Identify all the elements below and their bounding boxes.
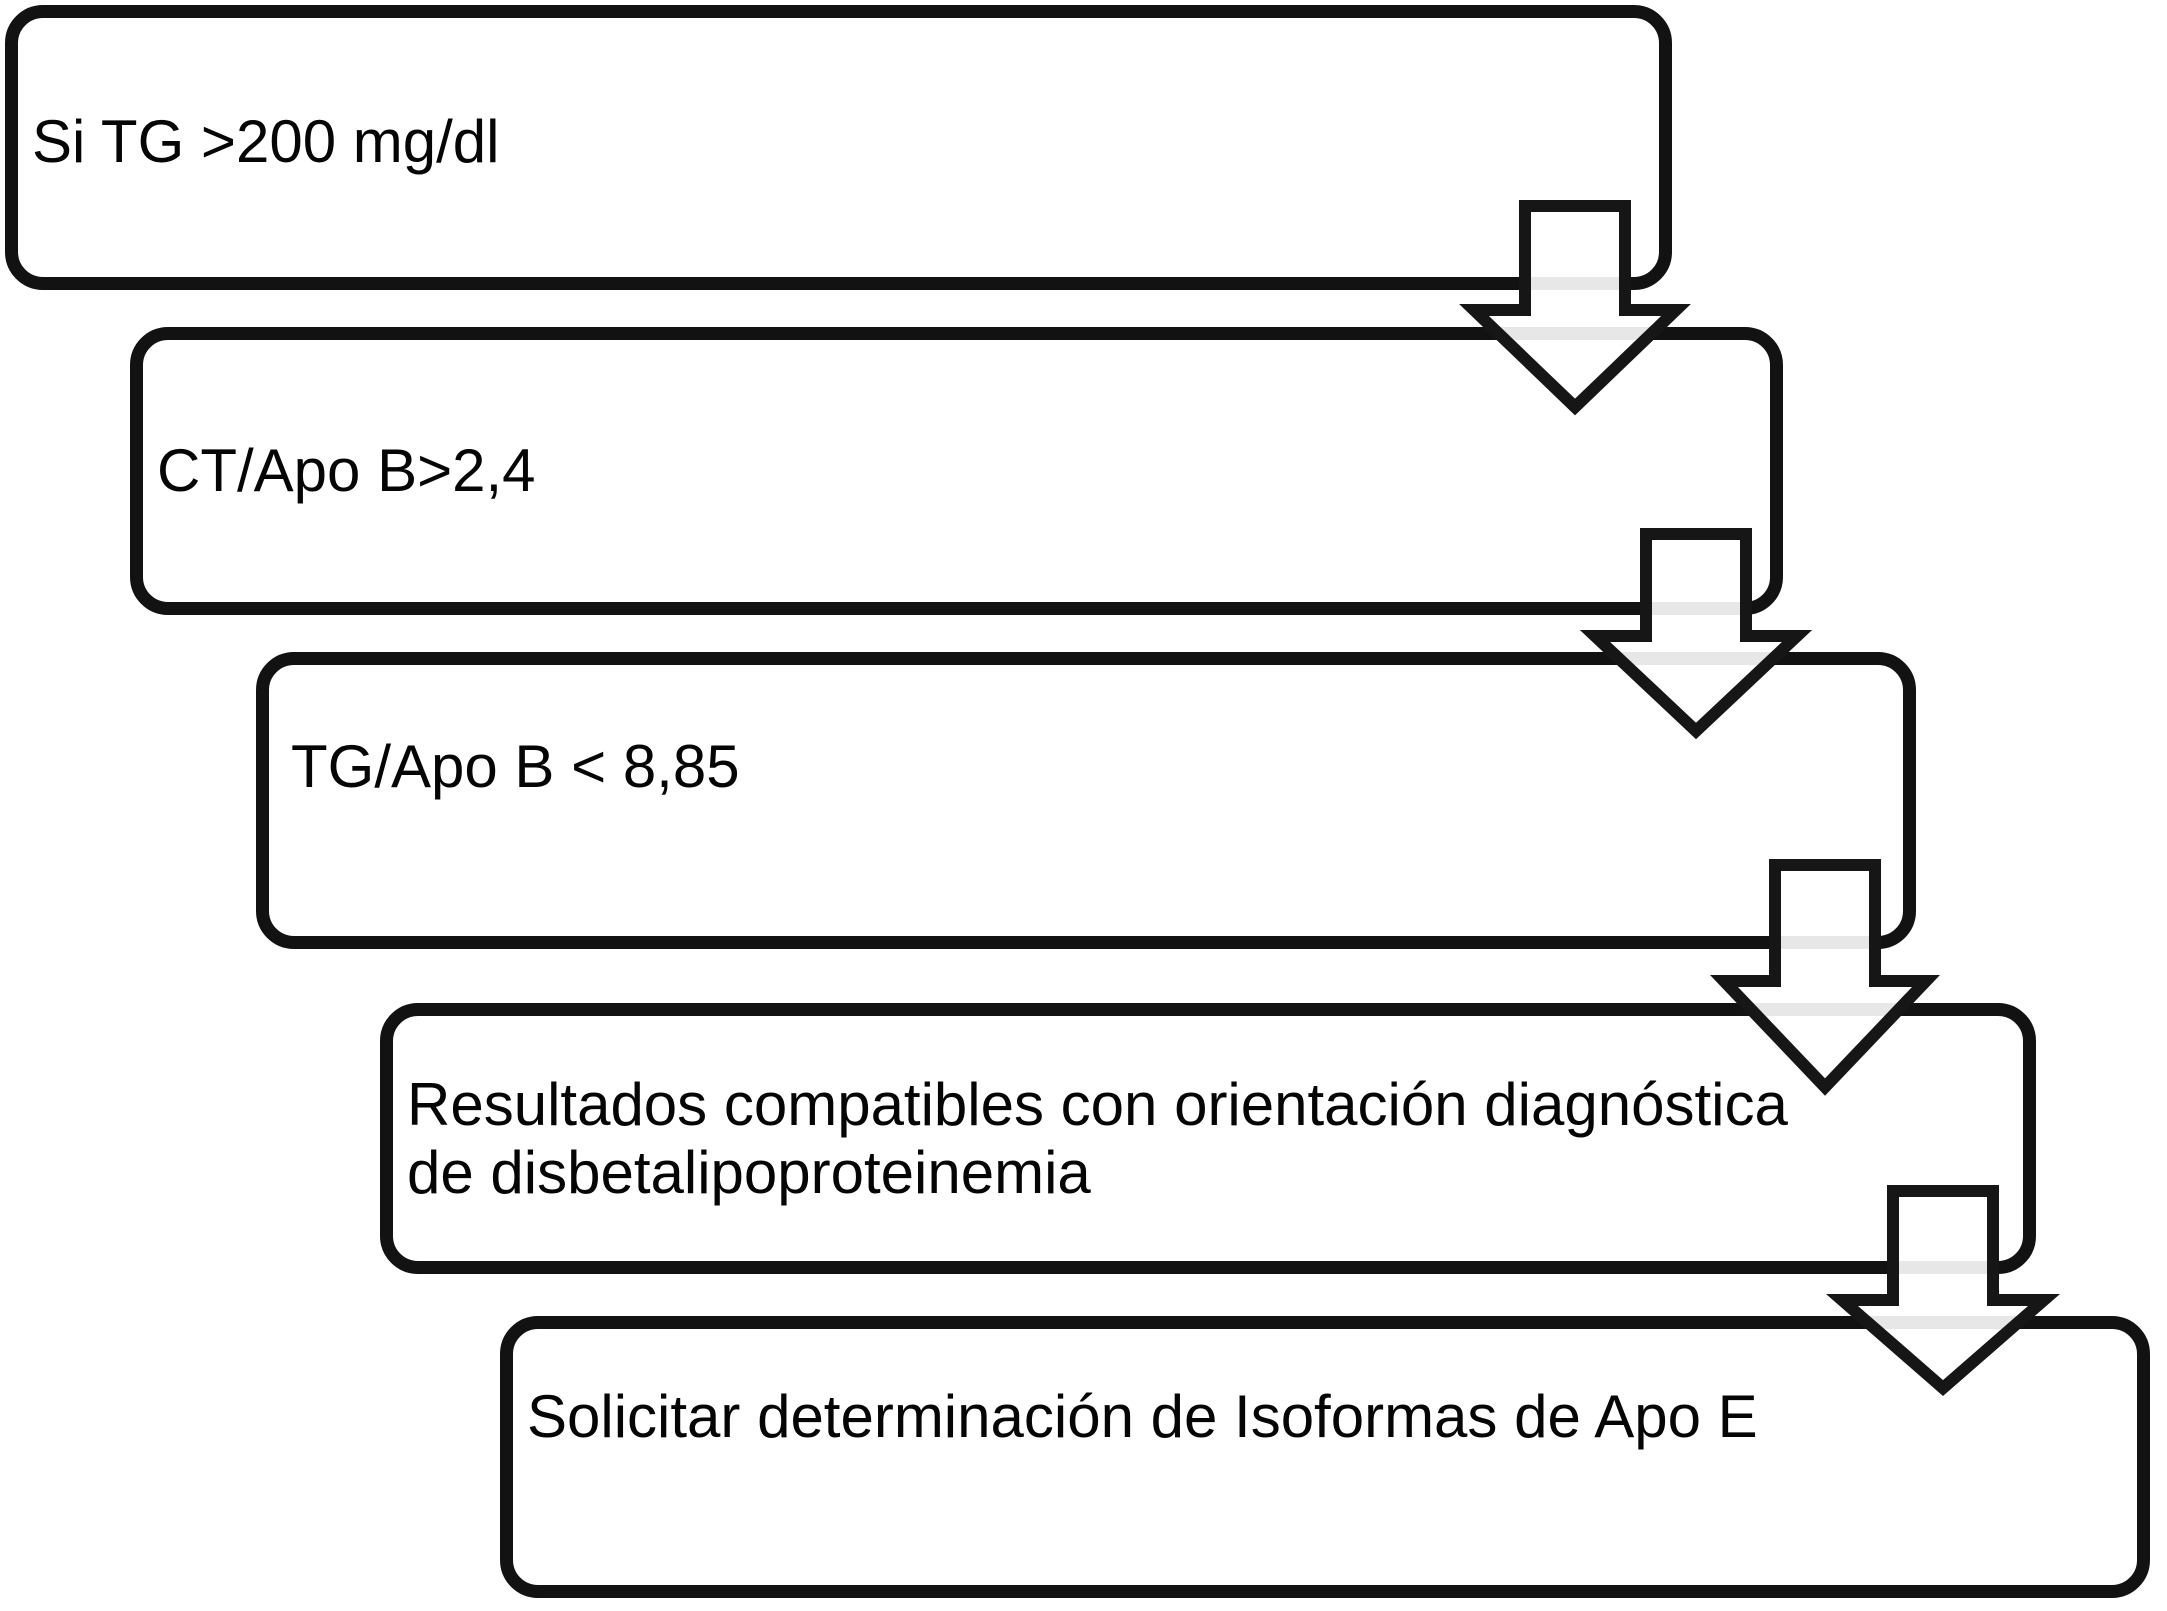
flow-box-tg-apob: TG/Apo B < 8,85 — [256, 652, 1916, 949]
flow-box-label: Si TG >200 mg/dl — [32, 107, 500, 175]
flow-box-label: Solicitar determinación de Isoformas de … — [527, 1383, 1758, 1450]
flow-box-label: TG/Apo B < 8,85 — [291, 732, 740, 800]
flow-box-si-tg: Si TG >200 mg/dl — [5, 5, 1672, 290]
flow-box-label: CT/Apo B>2,4 — [157, 437, 536, 504]
flow-box-label: Resultados compatibles con orientación d… — [407, 1070, 1788, 1206]
flow-box-solicitar: Solicitar determinación de Isoformas de … — [500, 1316, 2150, 1598]
flow-box-ct-apob: CT/Apo B>2,4 — [130, 327, 1783, 615]
flow-box-resultados: Resultados compatibles con orientación d… — [380, 1003, 2036, 1274]
